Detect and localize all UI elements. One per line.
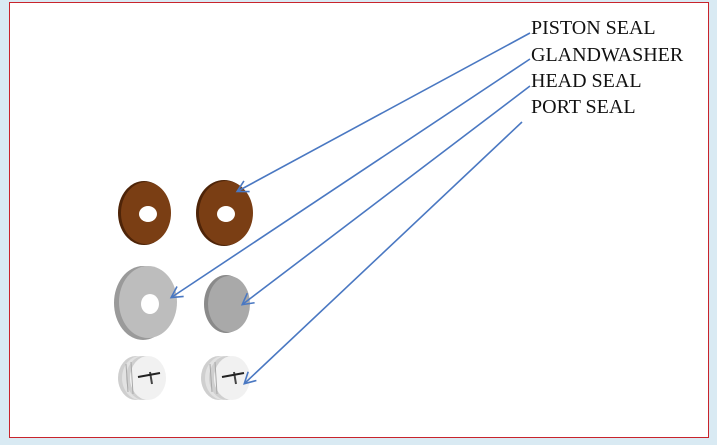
- label-port-seal: PORT SEAL: [531, 96, 636, 118]
- arrow-head-seal: [240, 85, 531, 306]
- arrow-glandwasher: [169, 58, 531, 299]
- label-head-seal: HEAD SEAL: [531, 70, 642, 92]
- piston-seal-left: [118, 181, 171, 245]
- arrow-piston-seal: [235, 32, 531, 193]
- head-seal: [204, 275, 250, 333]
- label-glandwasher: GLANDWASHER: [531, 44, 684, 66]
- piston-seal-right: [196, 180, 253, 246]
- port-seal-left: [118, 356, 166, 400]
- label-piston-seal: PISTON SEAL: [531, 17, 656, 39]
- arrow-port-seal: [243, 121, 523, 385]
- glandwasher: [114, 266, 177, 340]
- port-seal-right: [201, 356, 250, 400]
